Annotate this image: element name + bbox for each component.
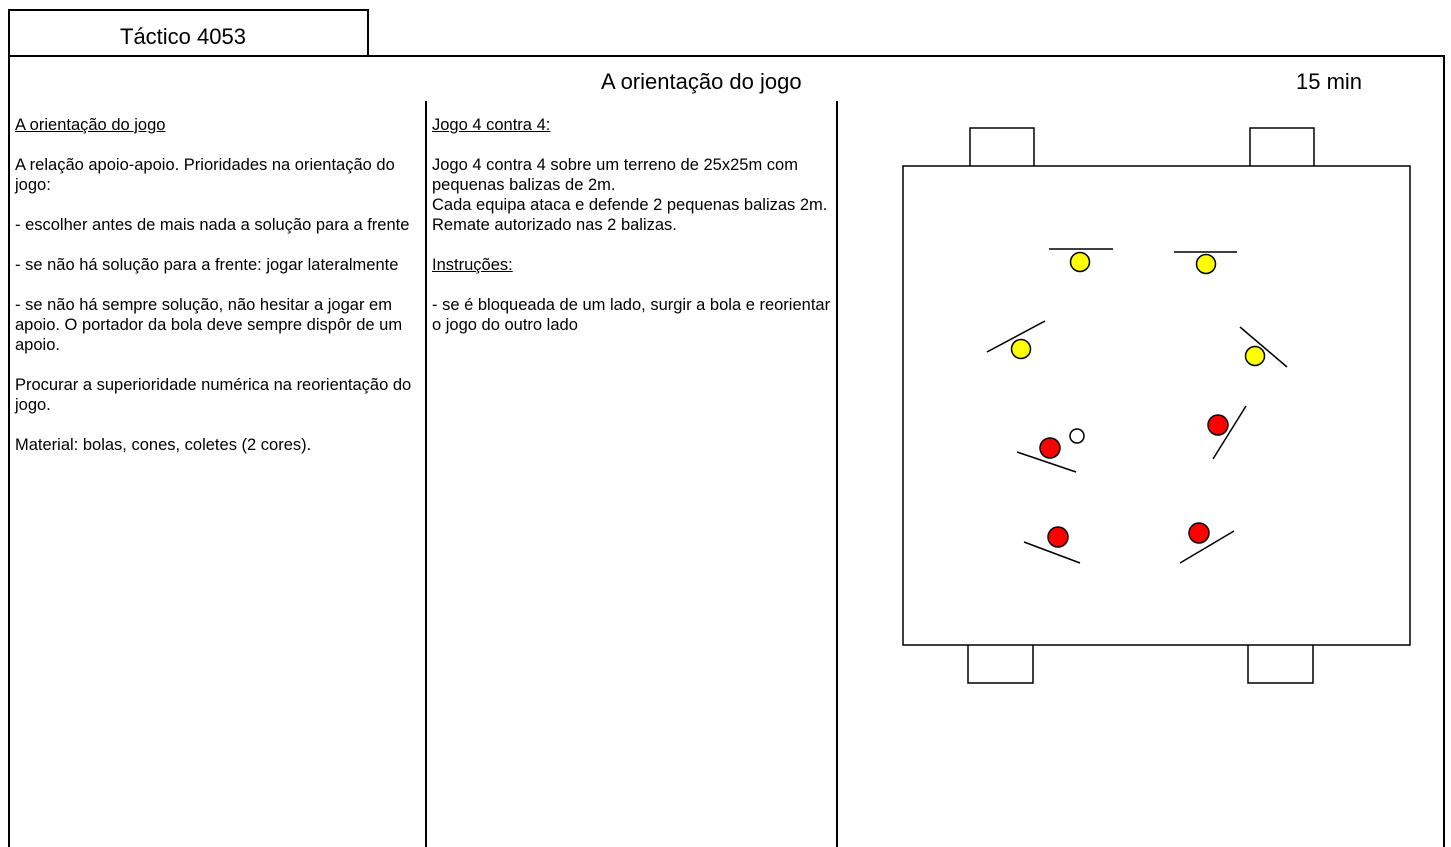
red-player (1207, 414, 1229, 436)
exercise-column: Jogo 4 contra 4: Jogo 4 contra 4 sobre u… (425, 101, 838, 847)
description-paragraph: Procurar a superioridade numérica na reo… (15, 376, 416, 414)
pitch-boundary (902, 165, 1411, 646)
goal-top-right (1249, 127, 1315, 166)
description-paragraph: - se não há sempre solução, não hesitar … (15, 296, 407, 354)
session-title: A orientação do jogo (601, 69, 802, 94)
material-list: Material: bolas, cones, coletes (2 cores… (15, 436, 312, 454)
ball (1069, 428, 1085, 444)
description-column: A orientação do jogo A relação apoio-apo… (8, 101, 427, 847)
description-heading: A orientação do jogo (15, 116, 166, 134)
description-paragraph: - se não há solução para a frente: jogar… (15, 256, 399, 274)
session-duration: 15 min (1296, 69, 1363, 94)
instructions-heading: Instruções: (432, 256, 513, 274)
goal-top-left (969, 127, 1035, 166)
red-player (1047, 526, 1069, 548)
description-paragraph: - escolher antes de mais nada a solução … (15, 216, 410, 234)
exercise-description: Jogo 4 contra 4 sobre um terreno de 25x2… (432, 156, 828, 234)
red-player (1188, 522, 1210, 544)
session-code: Táctico 4053 (120, 24, 246, 49)
yellow-player (1195, 253, 1217, 275)
session-code-tab: Táctico 4053 (8, 9, 369, 57)
yellow-player (1069, 251, 1091, 273)
goal-bottom-left (967, 645, 1034, 684)
goal-bottom-right (1247, 645, 1314, 684)
yellow-player (1010, 338, 1032, 360)
exercise-text: Jogo 4 contra 4: Jogo 4 contra 4 sobre u… (432, 115, 837, 335)
description-text: A orientação do jogo A relação apoio-apo… (15, 115, 415, 455)
description-paragraph: A relação apoio-apoio. Prioridades na or… (15, 156, 400, 194)
yellow-player (1244, 345, 1266, 367)
exercise-heading: Jogo 4 contra 4: (432, 116, 551, 134)
red-player (1039, 437, 1061, 459)
instructions-text: - se é bloqueada de um lado, surgir a bo… (432, 296, 835, 334)
